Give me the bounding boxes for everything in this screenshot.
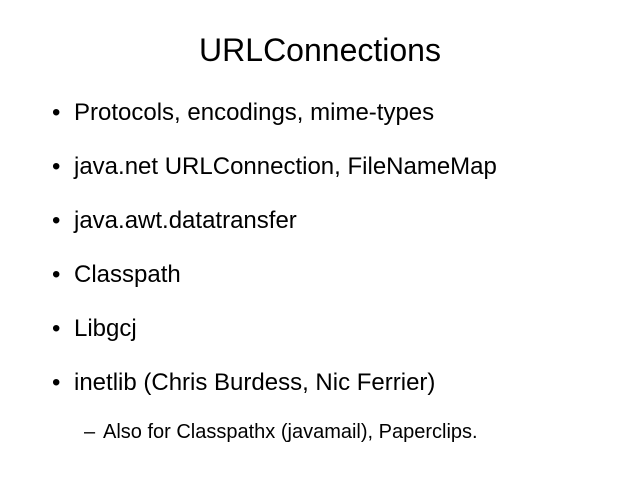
bullet-icon: •: [52, 261, 61, 288]
bullet-icon: •: [52, 369, 61, 396]
bullet-icon: •: [52, 153, 61, 180]
bullet-icon: •: [52, 207, 61, 234]
bullet-text: Protocols, encodings, mime-types: [74, 99, 435, 126]
bullet-text: Classpath: [74, 261, 181, 288]
bullet-icon: •: [52, 315, 61, 342]
bullet-text: java.awt.datatransfer: [74, 207, 297, 234]
bullet-text: inetlib (Chris Burdess, Nic Ferrier): [74, 369, 436, 396]
slide-title: URLConnections: [199, 32, 441, 68]
dash-icon: –: [84, 421, 96, 443]
bullet-text: java.net URLConnection, FileNameMap: [74, 153, 497, 180]
bullet-text: Libgcj: [74, 315, 137, 342]
bullet-icon: •: [52, 99, 61, 126]
sub-bullet-text: Also for Classpathx (javamail), Papercli…: [103, 421, 478, 443]
